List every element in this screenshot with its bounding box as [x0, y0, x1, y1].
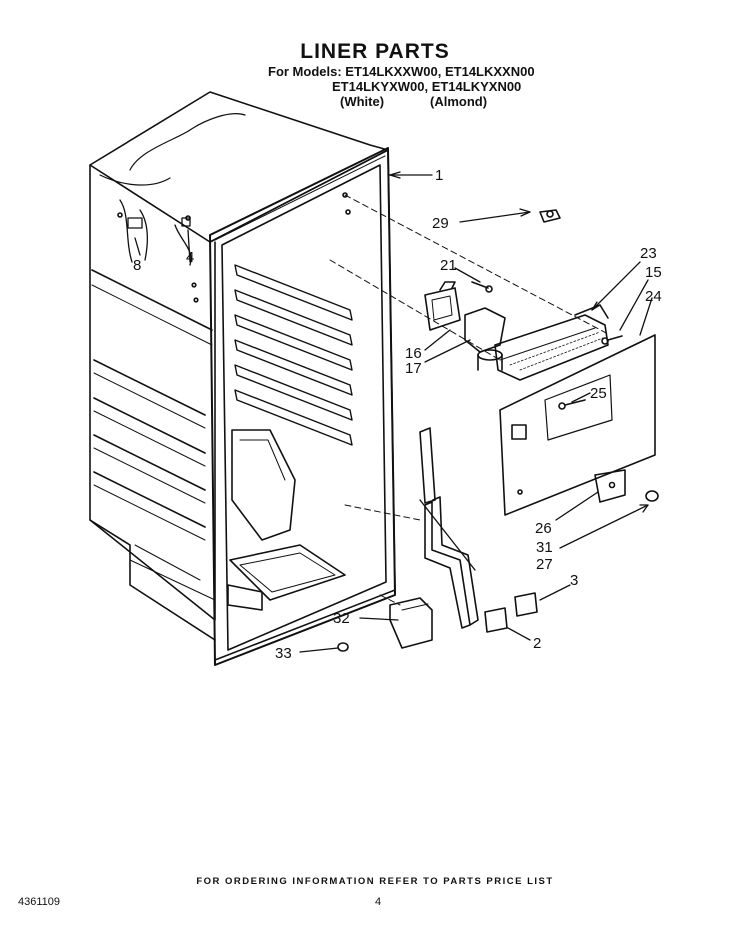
callout-21: 21 — [440, 257, 457, 274]
part-8-wire-harness — [119, 199, 149, 263]
callout-8: 8 — [133, 257, 141, 274]
part-23-housing — [494, 304, 609, 381]
part-27-plug — [645, 490, 659, 502]
part-21-screw — [471, 281, 493, 293]
callout-33: 33 — [275, 645, 292, 662]
part-24-panel — [499, 334, 656, 516]
part-4-clip — [174, 217, 192, 266]
document-number: 4361109 — [18, 896, 61, 908]
part-26-cover-plate — [594, 469, 626, 503]
shelf-rails — [234, 264, 353, 446]
callout-27: 27 — [536, 556, 553, 573]
models-line-1: For Models: ET14LKXXW00, ET14LKXXN00 — [268, 64, 535, 79]
part-32-bracket — [389, 597, 433, 649]
callout-3: 3 — [570, 572, 578, 589]
interior-bottom — [227, 429, 346, 611]
part-33-screw — [337, 642, 349, 652]
part-2-plate — [484, 607, 508, 633]
callout-29: 29 — [432, 215, 449, 232]
callout-26: 26 — [535, 520, 552, 537]
explode-lines — [329, 194, 611, 606]
color-almond-label: (Almond) — [430, 94, 488, 109]
part-16-control — [424, 281, 461, 331]
liner-front-frame — [209, 147, 396, 666]
ordering-note: FOR ORDERING INFORMATION REFER TO PARTS … — [196, 876, 554, 887]
part-17-light-socket — [464, 307, 506, 371]
callout-25: 25 — [590, 385, 607, 402]
leader-lines — [134, 171, 653, 653]
page-number: 4 — [375, 896, 382, 908]
callout-15: 15 — [645, 264, 662, 281]
callout-16: 16 — [405, 345, 422, 362]
callout-24: 24 — [645, 288, 662, 305]
part-3-plate — [514, 592, 538, 617]
callout-31: 31 — [536, 539, 553, 556]
part-29-clip — [539, 209, 561, 223]
part-31-trim-strip — [419, 427, 479, 629]
callout-23: 23 — [640, 245, 657, 262]
page-title: LINER PARTS — [300, 40, 450, 63]
callout-4: 4 — [186, 249, 194, 266]
part-25-screw — [558, 399, 586, 410]
color-white-label: (White) — [340, 94, 385, 109]
part-15-screw — [601, 335, 623, 345]
models-line-2: ET14LKYXW00, ET14LKYXN00 — [332, 79, 522, 94]
cabinet-liner — [89, 91, 396, 661]
callout-1: 1 — [435, 167, 443, 184]
callout-17: 17 — [405, 360, 422, 377]
callout-32: 32 — [333, 610, 350, 627]
callout-2: 2 — [533, 635, 541, 652]
